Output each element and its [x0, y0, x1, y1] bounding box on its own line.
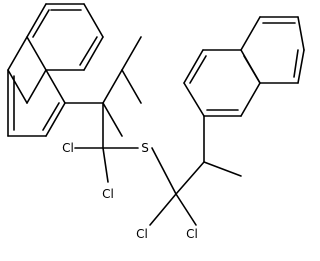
- chlorine-label: Cl: [186, 227, 198, 241]
- central-chain: [74, 102, 242, 226]
- upper-side-chain: [64, 36, 142, 137]
- lower-naphthalene-ring: [183, 16, 305, 117]
- sulfur-label: S: [141, 141, 149, 155]
- chlorine-label: Cl: [136, 227, 148, 241]
- upper-naphthalene-ring: [7, 3, 104, 137]
- structure-diagram: Cl Cl S Cl Cl: [7, 3, 305, 241]
- chlorine-label: Cl: [102, 187, 114, 201]
- chlorine-label: Cl: [62, 141, 74, 155]
